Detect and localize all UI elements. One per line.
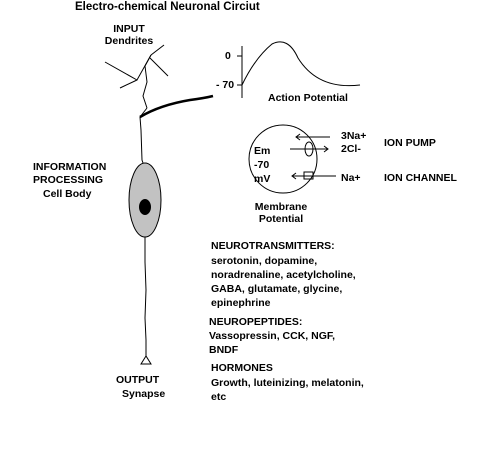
axon [139,116,144,164]
action-potential-label: Action Potential [268,92,348,104]
hormones-heading: HORMONES [211,362,273,374]
membrane-circle [248,124,318,194]
hormones-line-2: etc [211,391,227,403]
pump-arrow-1 [295,133,330,141]
action-potential-tick-0-label: 0 [225,50,231,62]
membrane-em: Em [254,145,271,157]
pump-ion-2: 2Cl- [341,143,361,155]
pump-ion-1: 3Na+ [341,130,367,142]
neuropeptides-heading: NEUROPEPTIDES: [209,316,303,328]
ion-pump-label: ION PUMP [384,137,436,149]
neurotransmitters-line-2: noradrenaline, acetylcholine, [211,269,356,281]
action-potential-plot [237,41,361,98]
ion-channel-label: ION CHANNEL [384,172,457,184]
action-potential-tick-70-label: - 70 [216,79,235,91]
hormones-line-1: Growth, luteinizing, melatonin, [211,377,364,389]
membrane-unit: mV [254,173,271,185]
pump-arrow-2 [290,145,329,153]
axon-lower [144,237,147,356]
information-line-1: INFORMATION [33,161,107,173]
neurotransmitters-line-4: epinephrine [211,297,271,309]
neurotransmitters-heading: NEUROTRANSMITTERS: [211,240,335,252]
output-heading: OUTPUT [116,374,160,386]
neurotransmitters-line-1: serotonin, dopamine, [211,255,318,267]
dendrites [104,44,214,119]
membrane-value: -70 [254,159,270,171]
membrane-caption-1: Membrane [254,201,308,213]
neuropeptides-line-2: BNDF [209,344,239,356]
synapse-terminal [140,355,152,365]
neurotransmitters-line-3: GABA, glutamate, glycine, [211,283,343,295]
information-sub: Cell Body [43,188,92,200]
channel-arrow [291,172,336,180]
membrane-caption-2: Potential [258,213,304,225]
channel-ion: Na+ [341,172,361,184]
input-heading: INPUT [113,23,145,35]
action-potential-curve [241,41,361,87]
diagram-title: Electro-chemical Neuronal Circiut [75,1,260,13]
neuropeptides-line-1: Vassopressin, CCK, NGF, [209,330,336,342]
nucleus [139,199,151,215]
output-sub: Synapse [122,388,166,400]
membrane-diagram [248,124,336,194]
information-line-2: PROCESSING [33,174,104,186]
input-sub: Dendrites [104,35,154,47]
